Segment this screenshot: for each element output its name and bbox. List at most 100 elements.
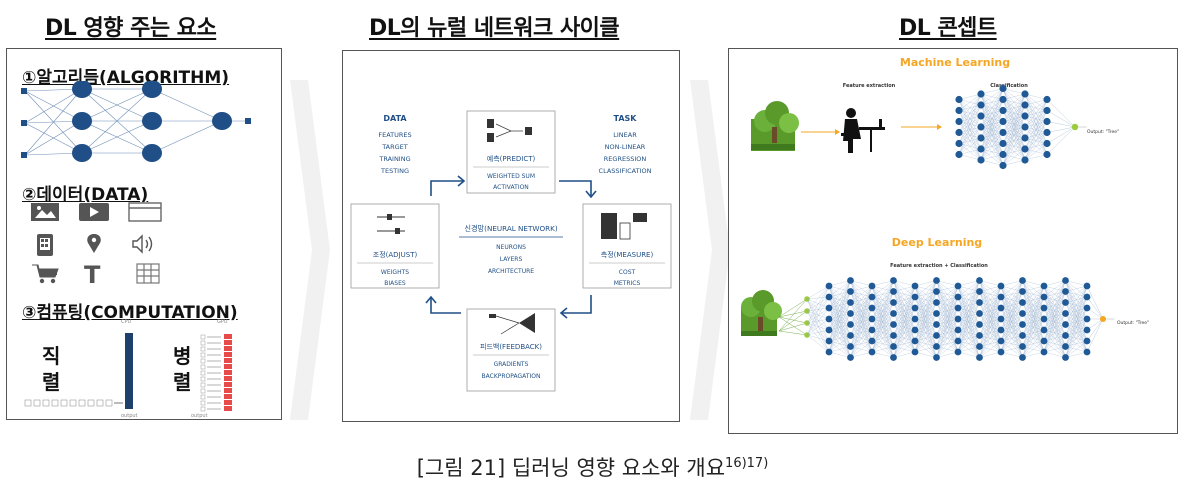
network-node — [955, 150, 963, 159]
network-node — [890, 354, 897, 361]
neural-network-center: 신경망(NEURAL NETWORK) NEURONS LAYERS ARCHI… — [459, 224, 563, 275]
svg-text:ARCHITECTURE: ARCHITECTURE — [488, 268, 534, 275]
network-node — [976, 277, 983, 284]
network-node — [933, 343, 940, 350]
network-node — [911, 304, 919, 312]
network-node — [868, 326, 876, 334]
output-node — [1071, 123, 1079, 131]
network-node — [1021, 134, 1029, 142]
algorithm-heading: ①알고리듬(ALGORITHM) — [22, 68, 230, 88]
arrow-feedback-adjust — [430, 297, 461, 314]
data-heading: ②데이터(DATA) — [22, 185, 149, 205]
dl-tree-image — [741, 290, 782, 336]
network-node — [847, 332, 854, 339]
network-node — [847, 299, 854, 306]
network-node — [976, 332, 983, 339]
figure-caption: [그림 21] 딥러닝 영향 요소와 개요16)17) — [416, 456, 769, 480]
network-node — [1062, 299, 1069, 306]
network-node — [999, 150, 1007, 159]
network-node — [997, 282, 1005, 290]
svg-text:LINEAR: LINEAR — [613, 131, 637, 139]
output-node — [1099, 315, 1107, 323]
network-node — [999, 106, 1007, 115]
network-node — [955, 95, 963, 104]
svg-text:T: T — [84, 261, 101, 285]
dl-title: Deep Learning — [892, 236, 982, 249]
gpu-core — [224, 406, 232, 411]
network-node — [1040, 304, 1048, 312]
svg-text:LAYERS: LAYERS — [500, 256, 523, 263]
network-node — [999, 139, 1007, 148]
svg-text:Output: "Tree": Output: "Tree" — [1117, 320, 1149, 326]
svg-text:NEURONS: NEURONS — [496, 244, 526, 251]
svg-text:TRAINING: TRAINING — [378, 155, 410, 163]
svg-text:METRICS: METRICS — [614, 280, 641, 287]
network-node — [954, 326, 962, 334]
network-node — [868, 315, 876, 323]
svg-text:측정(MEASURE): 측정(MEASURE) — [601, 250, 654, 259]
network-node — [1019, 299, 1026, 306]
speaker-icon — [132, 234, 153, 254]
network-node — [977, 145, 985, 153]
data-icons-grid: T — [31, 202, 162, 285]
network-node — [1019, 321, 1026, 328]
network-node — [1083, 326, 1091, 334]
network-node — [868, 293, 876, 301]
network-node — [1043, 117, 1051, 126]
image-icon — [31, 203, 59, 221]
svg-text:ACTIVATION: ACTIVATION — [493, 184, 529, 191]
network-node — [999, 161, 1007, 170]
network-node — [1040, 282, 1048, 290]
network-node — [1062, 343, 1069, 350]
svg-text:신경망(NEURAL NETWORK): 신경망(NEURAL NETWORK) — [464, 224, 558, 233]
network-node — [933, 277, 940, 284]
network-node — [868, 348, 876, 356]
network-node — [977, 90, 985, 98]
network-node — [847, 277, 854, 284]
measure-box: 측정(MEASURE) COST METRICS — [582, 203, 672, 289]
network-node — [999, 117, 1007, 126]
svg-text:WEIGHTS: WEIGHTS — [381, 269, 409, 276]
chevron-arrow-1 — [290, 80, 330, 420]
network-node — [955, 139, 963, 148]
network-node — [976, 321, 983, 328]
network-node — [954, 348, 962, 356]
svg-text:피드백(FEEDBACK): 피드백(FEEDBACK) — [480, 342, 542, 351]
network-node — [933, 310, 940, 317]
svg-text:CLASSIFICATION: CLASSIFICATION — [599, 167, 652, 175]
network-node — [977, 101, 985, 109]
network-node — [1083, 337, 1091, 345]
arrow-predict-measure — [559, 180, 592, 197]
gpu-core — [224, 382, 232, 387]
gpu-core — [224, 376, 232, 381]
network-node — [1083, 304, 1091, 312]
network-node — [825, 348, 833, 356]
network-node — [955, 117, 963, 126]
network-node — [1021, 145, 1029, 153]
dl-neural-network — [778, 277, 1115, 361]
location-icon — [87, 234, 101, 253]
network-node — [1021, 101, 1029, 109]
svg-text:NON-LINEAR: NON-LINEAR — [605, 143, 646, 151]
person-computer-icon — [841, 108, 885, 153]
network-node — [847, 288, 854, 295]
network-node — [1021, 90, 1029, 98]
network-node — [933, 288, 940, 295]
network-node — [825, 282, 833, 290]
network-node — [999, 95, 1007, 104]
gpu-cores — [200, 334, 232, 412]
network-node — [868, 304, 876, 312]
network-node — [890, 277, 897, 284]
network-node — [1083, 293, 1091, 301]
network-node — [954, 282, 962, 290]
network-node — [954, 293, 962, 301]
svg-text:FEATURES: FEATURES — [378, 131, 411, 139]
network-node — [1040, 337, 1048, 345]
network-node — [977, 134, 985, 142]
network-node — [999, 128, 1007, 137]
network-node — [890, 288, 897, 295]
network-node — [1040, 315, 1048, 323]
network-node — [1062, 332, 1069, 339]
network-node — [1040, 293, 1048, 301]
network-node — [911, 315, 919, 323]
